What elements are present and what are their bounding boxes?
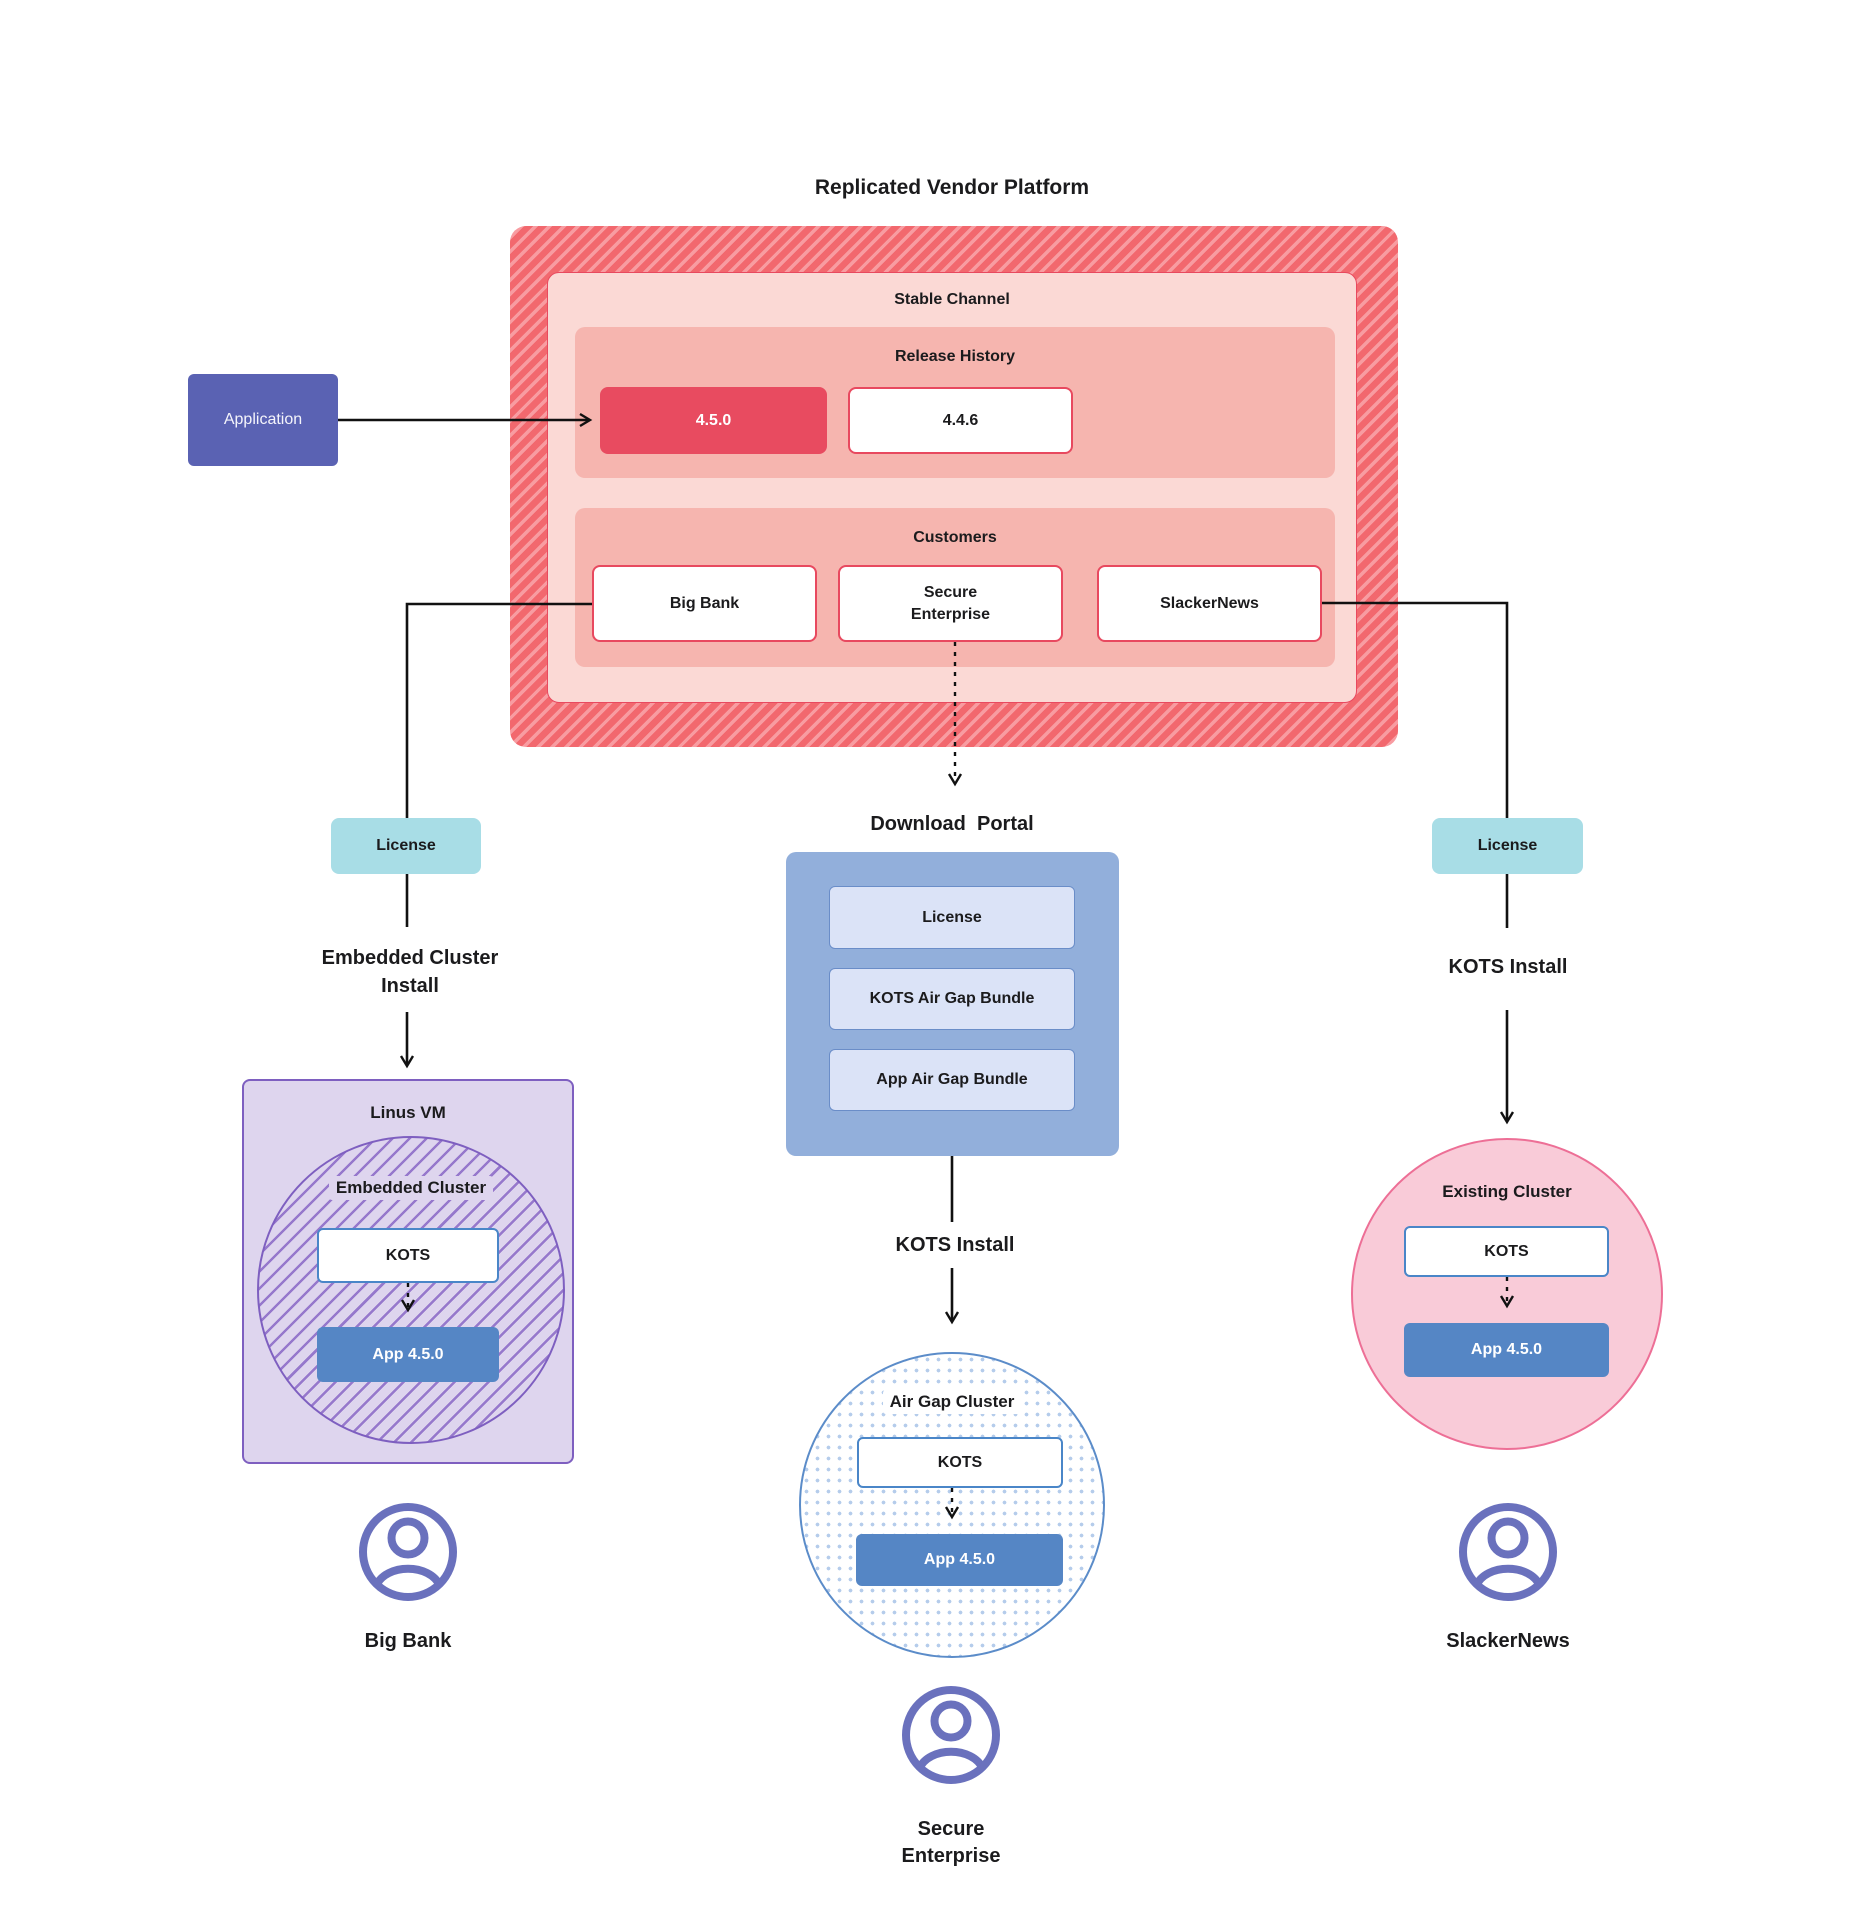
customer-slackernews: SlackerNews [1097,565,1322,642]
air-gap-cluster-label: Air Gap Cluster [882,1390,1022,1414]
customer-big-bank: Big Bank [592,565,817,642]
customer-secure-enterprise-label: Secure Enterprise [910,583,991,623]
big-bank-kots-node: KOTS [317,1228,499,1283]
slackernews-license-node: License [1432,818,1583,874]
application-node: Application [188,374,338,466]
big-bank-user-icon [357,1501,459,1603]
big-bank-app-node: App 4.5.0 [317,1327,499,1382]
kots-install-label-right: KOTS Install [1448,956,1568,978]
portal-license-item: License [829,886,1075,949]
linus-vm-label: Linus VM [370,1103,446,1122]
embedded-cluster-circle: Embedded Cluster [257,1136,565,1444]
portal-kots-bundle-item: KOTS Air Gap Bundle [829,968,1075,1030]
existing-kots-node: KOTS [1404,1226,1609,1277]
secure-enterprise-name-label: Secure Enterprise [901,1818,1001,1867]
release-4-4-6: 4.4.6 [848,387,1073,454]
air-gap-cluster-circle: Air Gap Cluster [799,1352,1105,1658]
portal-app-bundle-item: App Air Gap Bundle [829,1049,1075,1111]
slackernews-name-label: SlackerNews [1446,1630,1570,1652]
big-bank-name-label: Big Bank [364,1630,452,1652]
kots-install-label-middle: KOTS Install [895,1234,1015,1256]
big-bank-license-node: License [331,818,481,874]
release-history-label: Release History [894,348,1016,365]
customer-secure-enterprise: Secure Enterprise [838,565,1063,642]
embedded-cluster-label: Embedded Cluster [328,1176,494,1200]
air-gap-kots-node: KOTS [857,1437,1063,1488]
embedded-cluster-install-label: Embedded Cluster Install [321,947,499,997]
release-4-5-0: 4.5.0 [600,387,827,454]
existing-cluster-label: Existing Cluster [1442,1182,1572,1201]
download-portal-title: Download Portal [870,813,1034,835]
diagram-title: Replicated Vendor Platform [814,176,1090,199]
secure-enterprise-user-icon [900,1684,1002,1786]
stable-channel-label: Stable Channel [894,291,1010,308]
existing-app-node: App 4.5.0 [1404,1323,1609,1377]
air-gap-app-node: App 4.5.0 [856,1534,1063,1586]
existing-cluster-circle: Existing Cluster [1351,1138,1663,1450]
slackernews-user-icon [1457,1501,1559,1603]
customers-label: Customers [913,529,997,546]
